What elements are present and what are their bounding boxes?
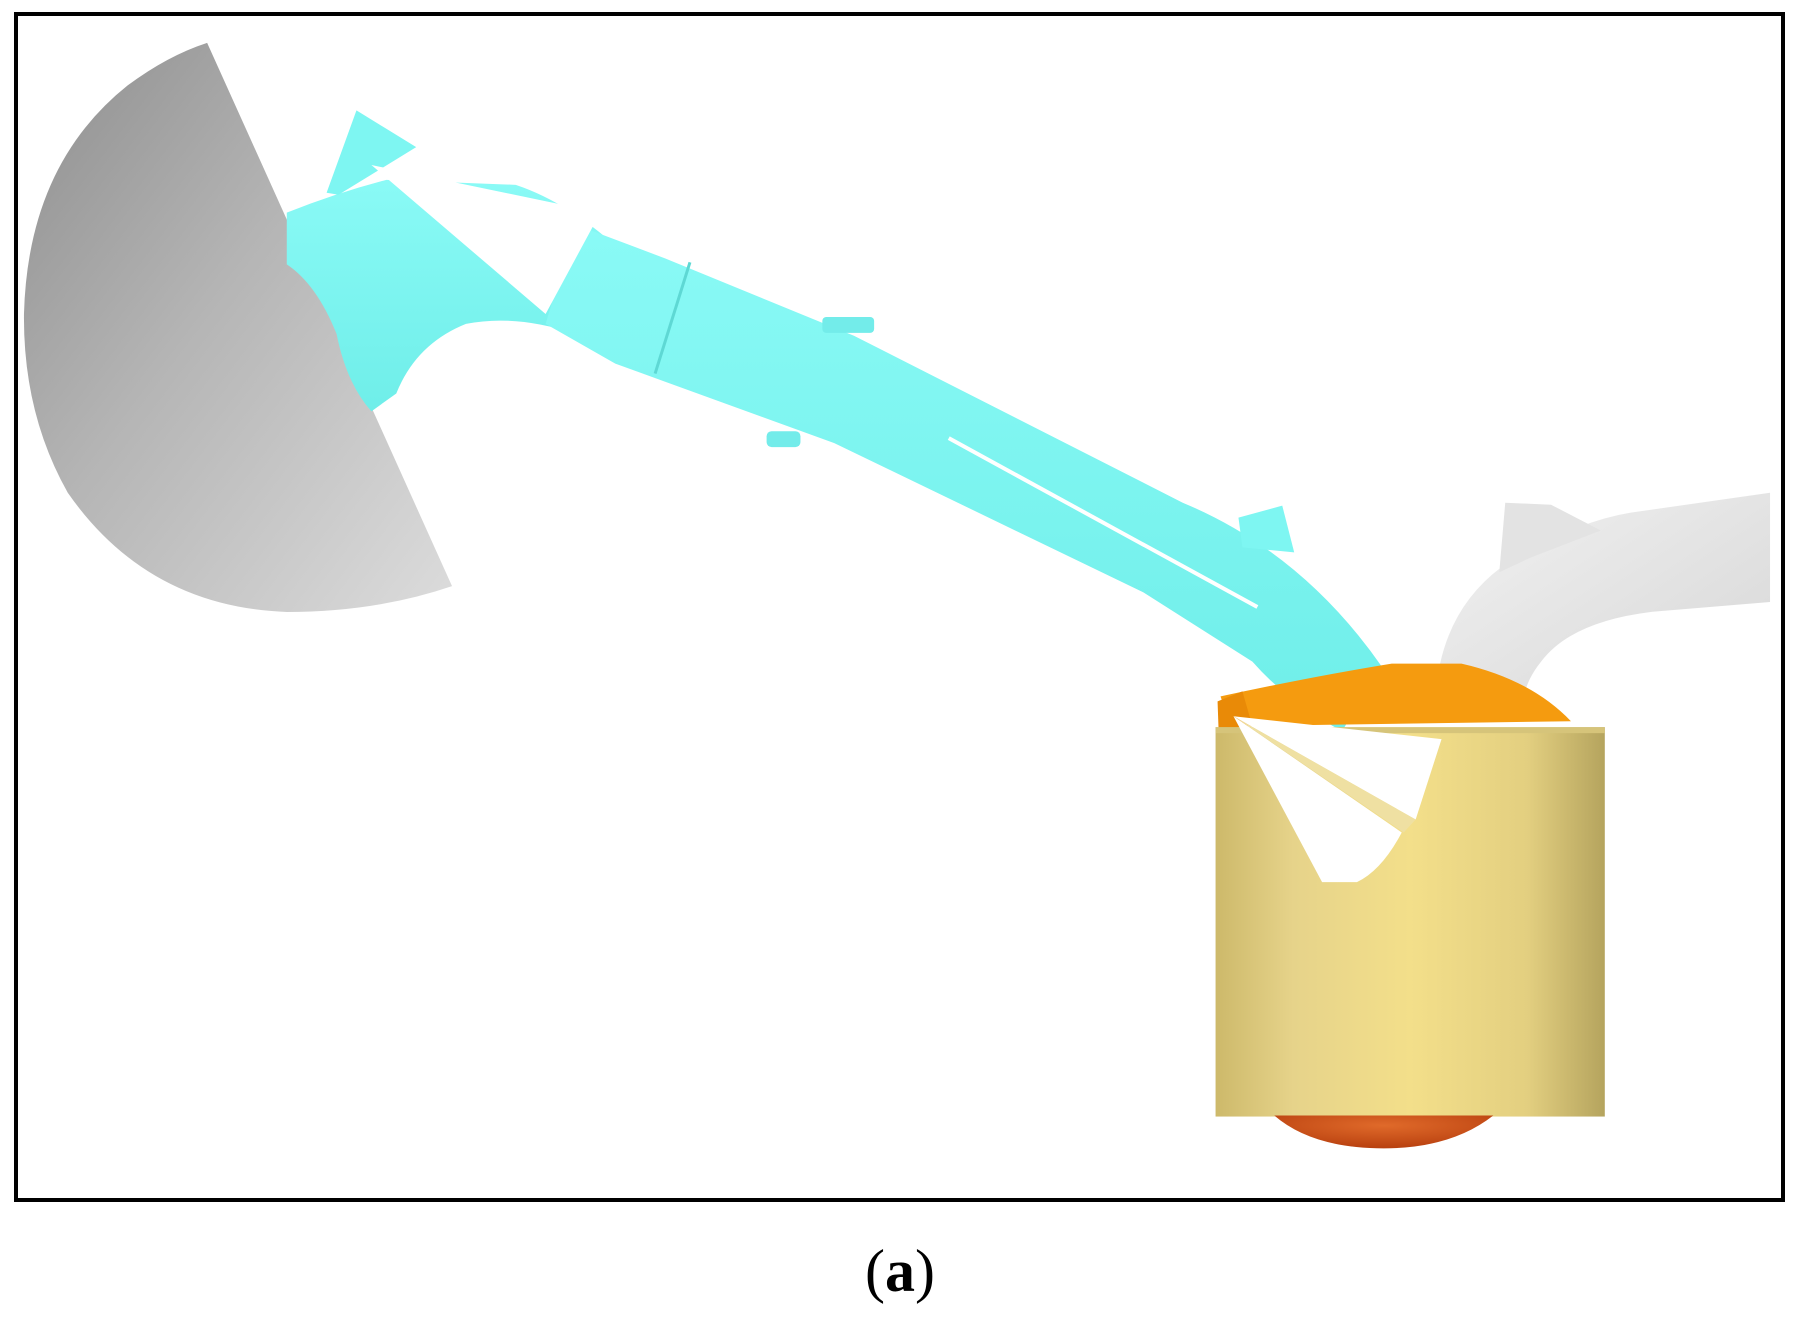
figure-caption: (a) xyxy=(0,1235,1800,1307)
port-injector-spray xyxy=(371,164,601,314)
piston xyxy=(1274,1115,1494,1149)
caption-letter: a xyxy=(885,1238,915,1304)
direct-injector-spray xyxy=(1233,716,1442,883)
exhaust-port xyxy=(1435,492,1771,712)
caption-open-paren: ( xyxy=(865,1238,885,1304)
figure-frame xyxy=(14,12,1785,1202)
caption-close-paren: ) xyxy=(915,1238,935,1304)
plenum-sphere xyxy=(23,42,453,612)
engine-geometry-diagram xyxy=(23,42,1771,1149)
